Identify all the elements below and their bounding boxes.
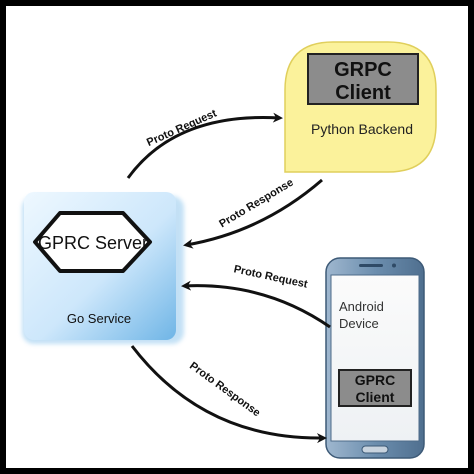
go-service-caption: Go Service <box>67 311 131 326</box>
grpc-client-label-box <box>307 53 419 105</box>
python-backend-caption: Python Backend <box>311 121 413 137</box>
label-device-to-server: Proto Request <box>233 263 309 290</box>
phone-camera <box>392 263 396 268</box>
arrow-server-to-device <box>130 345 327 444</box>
arrow-python-to-server <box>183 178 323 249</box>
device-grpc-client-line2: Client <box>356 389 395 405</box>
device-grpc-client-line1: GPRC <box>355 372 395 388</box>
go-service-box: GPRC Server Go Service <box>22 192 184 344</box>
phone-speaker <box>359 264 383 267</box>
grpc-server-hexagon <box>33 211 152 273</box>
arrow-server-to-python <box>126 112 283 179</box>
arrow-device-to-server <box>181 280 331 329</box>
grpc-server-title: GPRC Server <box>38 233 148 253</box>
android-device-label-line2: Device <box>339 316 379 331</box>
grpc-client-title-line1: GRPC <box>334 59 392 81</box>
android-device-label-line1: Android <box>339 299 384 314</box>
phone-home-button <box>361 445 389 454</box>
python-backend-bubble: GRPC Client Python Backend <box>284 41 437 173</box>
android-device: Android Device GPRC Client <box>325 257 425 459</box>
label-server-to-device: Proto Response <box>187 360 262 419</box>
phone-screen <box>330 274 420 442</box>
device-grpc-client-box <box>338 369 412 407</box>
label-server-to-python: Proto Request <box>145 107 219 149</box>
grpc-client-title-line2: Client <box>335 82 391 104</box>
